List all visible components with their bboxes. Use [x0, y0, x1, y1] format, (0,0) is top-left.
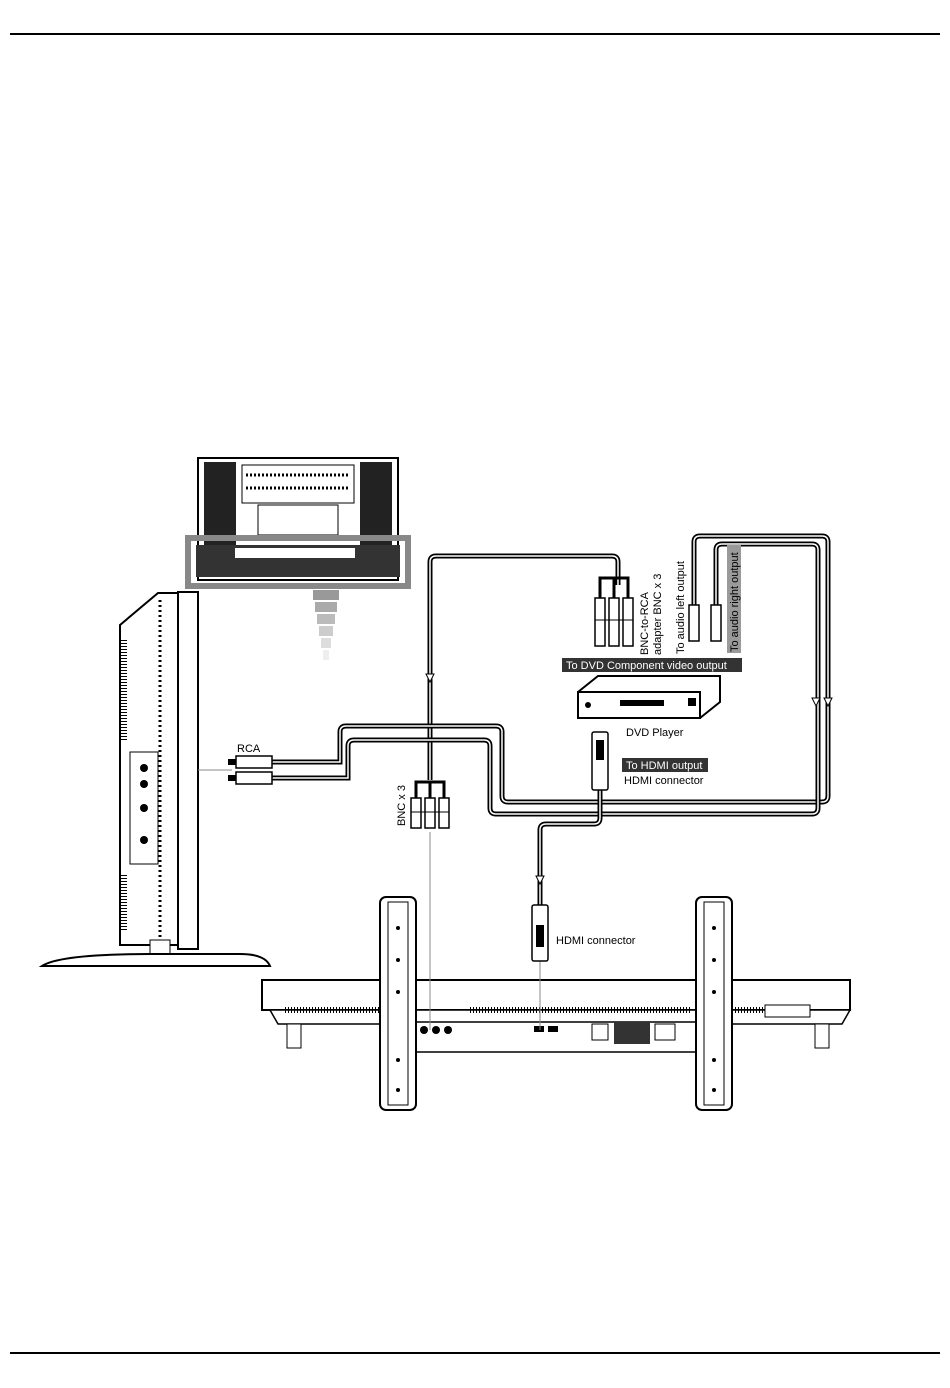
rca-connectors — [228, 756, 272, 784]
bnc-rca-adapters — [595, 598, 633, 646]
stand-right — [696, 897, 732, 1110]
label-dvd-component: To DVD Component video output — [566, 660, 727, 672]
monitor-bottom-view — [262, 980, 850, 1052]
monitor-rear-view — [188, 458, 408, 586]
label-audio-left: To audio left output — [675, 561, 687, 654]
cable-bnc-split-lower — [416, 782, 444, 798]
audio-rca-plugs — [689, 605, 721, 641]
label-bnc-x3: BNC x 3 — [396, 785, 408, 826]
cable-bnc-split-upper — [600, 578, 628, 598]
label-dvd-player: DVD Player — [626, 727, 684, 739]
hdmi-connector-bottom-plug — [532, 905, 548, 961]
label-hdmi-connector-top: HDMI connector — [624, 775, 704, 787]
label-to-hdmi-output: To HDMI output — [626, 760, 702, 772]
label-hdmi-connector-bottom: HDMI connector — [556, 935, 636, 947]
label-audio-right: To audio right output — [729, 552, 741, 652]
label-bnc-to-rca-line1: BNC-to-RCA — [639, 591, 651, 655]
stand-left — [380, 897, 416, 1110]
cable-hdmi — [540, 790, 600, 905]
hdmi-connector-top-plug — [592, 732, 608, 790]
bnc-connectors-lower — [411, 798, 449, 828]
zoom-gradient — [313, 590, 339, 660]
label-bnc-to-rca-line2: adapter BNC x 3 — [652, 574, 664, 655]
dvd-player — [578, 676, 720, 718]
label-rca: RCA — [237, 743, 261, 755]
